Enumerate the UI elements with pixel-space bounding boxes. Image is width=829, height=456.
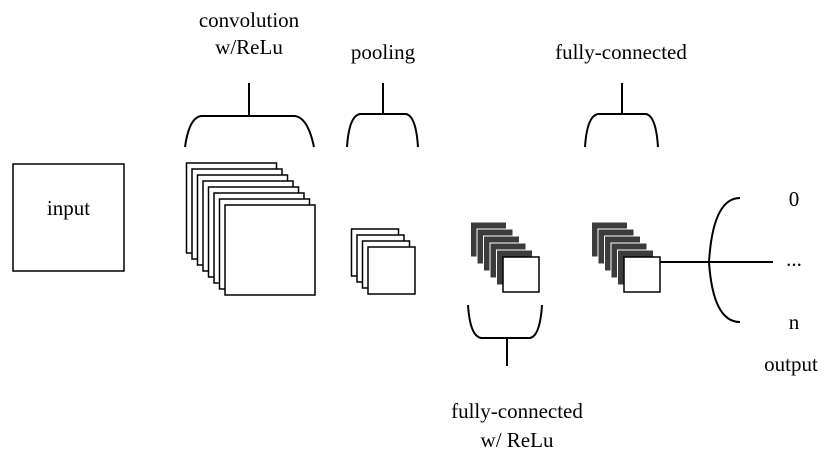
pooling-layer-4 xyxy=(367,246,416,295)
fully-connected-relu-bracket xyxy=(467,304,543,366)
pooling-layer-stack xyxy=(350,228,416,295)
fully-connected-relu-layer-stack xyxy=(470,221,540,293)
input-label: input xyxy=(46,196,91,220)
convolution-layer-stack xyxy=(185,162,316,296)
convolution-relu-label: w/ReLu xyxy=(215,35,283,59)
output-n-label: n xyxy=(788,310,800,334)
convolution-layer-8 xyxy=(224,204,316,296)
fully-connected-layer-6 xyxy=(623,256,661,293)
pooling-bracket xyxy=(346,83,419,148)
fully-connected-relu-layer-6 xyxy=(502,256,540,293)
output-ellipsis-label: ... xyxy=(786,247,802,271)
fully-connected-relu-suffix-label: w/ ReLu xyxy=(480,428,554,452)
fully-connected-label: fully-connected xyxy=(555,40,687,64)
pooling-label: pooling xyxy=(350,40,416,64)
fully-connected-bracket xyxy=(584,83,659,148)
output-0-label: 0 xyxy=(788,187,800,211)
fully-connected-layer-stack xyxy=(591,221,661,293)
fully-connected-relu-label: fully-connected xyxy=(451,399,583,423)
input-box xyxy=(12,163,125,272)
output-label: output xyxy=(764,352,818,376)
convolution-bracket xyxy=(184,83,315,148)
convolution-label: convolution xyxy=(198,8,300,32)
output-connector xyxy=(660,197,773,323)
